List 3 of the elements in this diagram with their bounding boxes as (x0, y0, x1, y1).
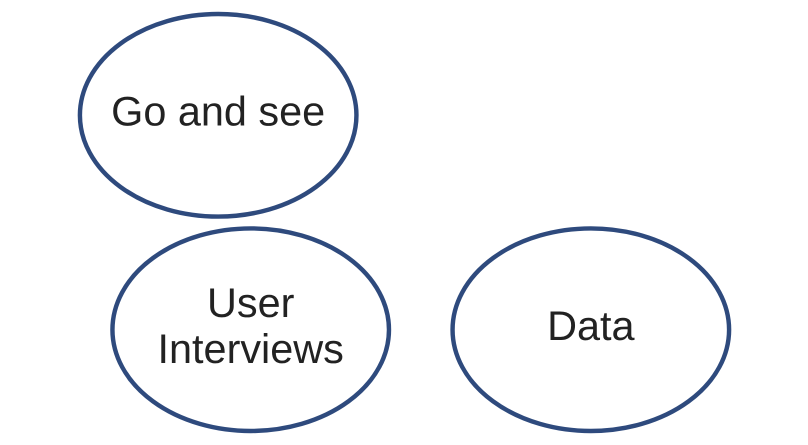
node-ellipse: User Interviews (110, 226, 391, 434)
node-ellipse: Data (450, 226, 731, 434)
node-ellipse: Go and see (77, 12, 358, 219)
